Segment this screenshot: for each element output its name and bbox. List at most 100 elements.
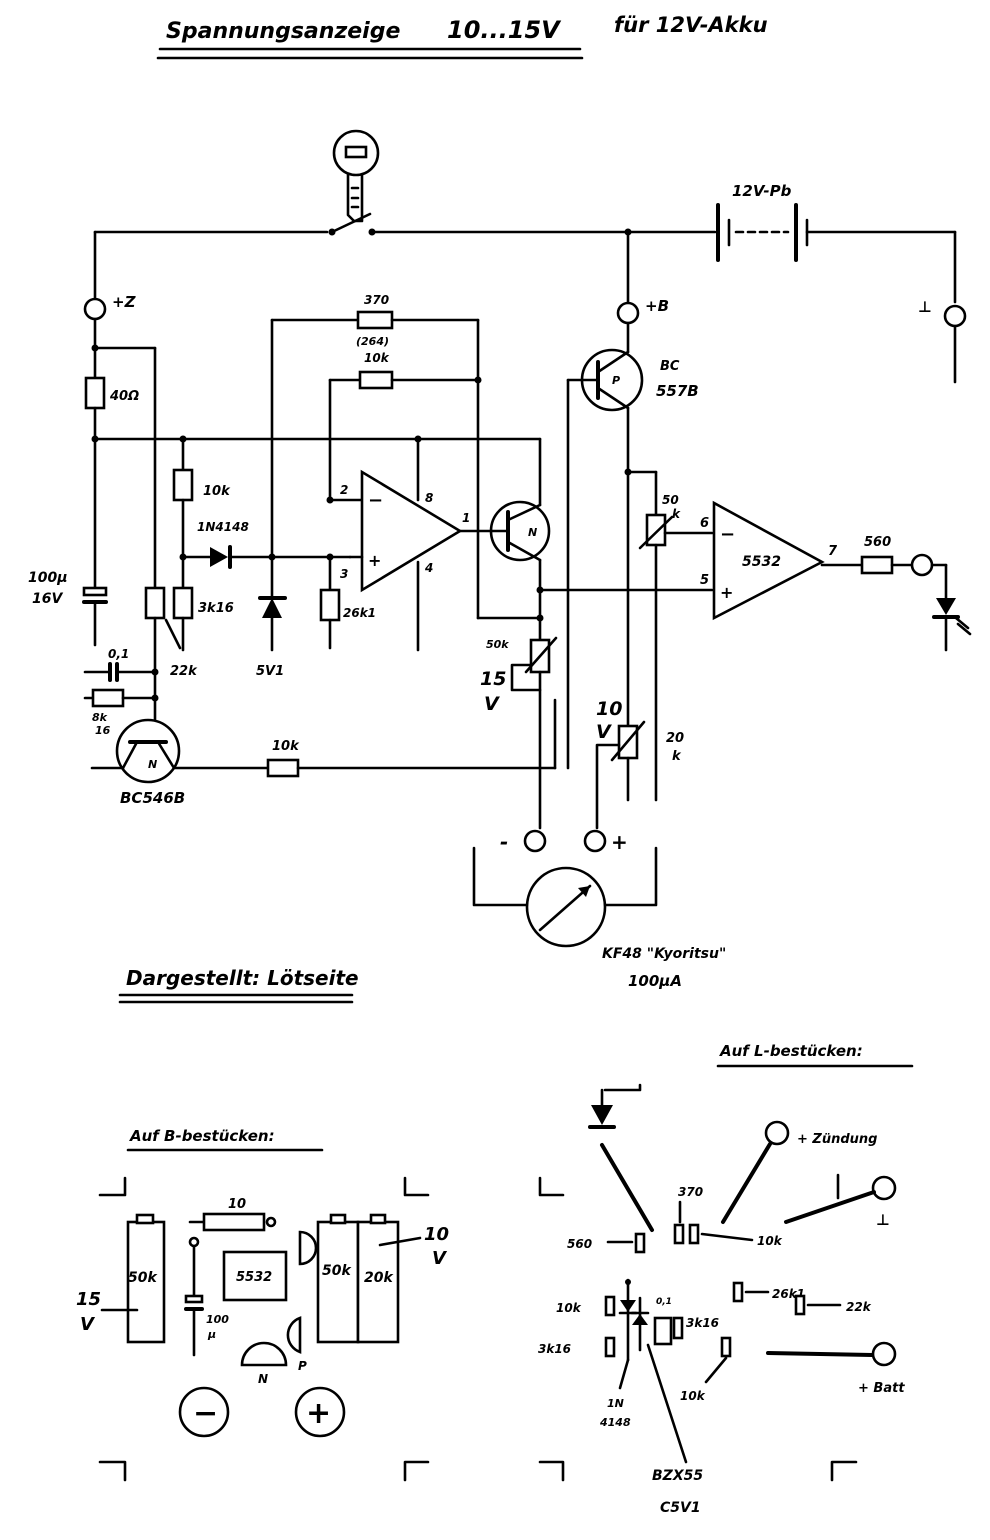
board-l-10k-a-label: 10k [757, 1234, 783, 1248]
terminal-plus-b[interactable] [616, 301, 640, 325]
npn-output-label: N [528, 526, 537, 539]
potentiometer-50k-threshold: 50 k [638, 493, 714, 802]
board-l-22k-label: 22k [846, 1300, 872, 1314]
board-l-zener-label-a: BZX55 [652, 1468, 703, 1484]
board-l-cap-label: 0,1 [656, 1297, 672, 1307]
opamp-5532-minus: − [720, 524, 735, 545]
board-l-zuendung-pad[interactable] [764, 1120, 790, 1146]
diode-1n4148-label: 1N4148 [197, 520, 249, 534]
key-icon [332, 129, 380, 223]
meter-name: KF48 "Kyoritsu" [602, 946, 726, 962]
board-b-pot-15v [126, 1220, 166, 1344]
terminal-ground[interactable] [943, 304, 967, 328]
resistor-8k16-label-a: 8k [92, 711, 108, 724]
battery-rail: +B ⊥ [616, 228, 967, 384]
opamp-main-pin-2: 2 [340, 483, 348, 497]
capacitor-100u-label-a: 100μ [28, 570, 68, 586]
resistor-8k16 [91, 688, 125, 708]
resistor-22k-label: 22k [170, 664, 198, 679]
board-b-v-label: V [80, 1314, 96, 1335]
board-b-resistor-label: 10 [228, 1197, 246, 1212]
resistor-370 [356, 310, 394, 330]
opamp-5532: − + 5532 6 5 7 560 [700, 500, 972, 652]
pot-k-label: k [672, 507, 681, 521]
board-b-p-label: P [298, 1359, 307, 1373]
diode-1n4148 [210, 547, 228, 567]
board-b-plus-terminal[interactable] [294, 1386, 346, 1438]
resistor-3k16-label: 3k16 [198, 601, 234, 616]
led-icon [936, 598, 956, 615]
board-l-560-label: 560 [567, 1237, 592, 1251]
pot-15v-label-b: V [484, 693, 500, 715]
title-right: für 12V-Akku [614, 13, 768, 37]
resistor-560-label: 560 [864, 535, 891, 550]
resistor-26k1 [319, 588, 341, 622]
opamp-main: − + 2 3 8 4 1 [340, 435, 494, 652]
board-l-zuendung-label: + Zündung [797, 1132, 877, 1147]
opamp-main-pin-3: 3 [340, 567, 348, 581]
feedback-resistors: 370 (264) 10k 26k1 [319, 293, 482, 650]
terminal-meter-plus[interactable] [583, 829, 607, 853]
board-b-minus-terminal[interactable] [178, 1386, 230, 1438]
board-l-zener-label-b: C5V1 [660, 1500, 701, 1516]
battery-symbol: 12V-Pb [716, 182, 957, 304]
pot-10v-label-a: 10 [596, 698, 622, 720]
board-b-cap-label-b: μ [207, 1328, 216, 1341]
board-l-batt-pad[interactable] [871, 1341, 897, 1367]
pnp-type-a: BC [660, 359, 680, 374]
board-b-n-label: N [258, 1372, 268, 1386]
board-b-pot-50k [316, 1220, 360, 1344]
board-b-ic-label: 5532 [236, 1270, 272, 1285]
board-b-transistor-top [298, 1230, 318, 1266]
npn-transistor-output: N [476, 437, 714, 642]
meter-range: 100μA [628, 972, 682, 990]
terminal-meter-minus[interactable] [523, 829, 547, 853]
board-b-plus-label: + [306, 1396, 331, 1431]
opamp-5532-pin-6: 6 [700, 516, 709, 531]
resistor-3k16 [172, 586, 194, 620]
board-b-cap-label-a: 100 [206, 1313, 229, 1326]
title-range: 10...15V [447, 16, 562, 44]
resistor-10k-feedback-label: 10k [364, 351, 390, 365]
resistor-10k-divider [172, 468, 194, 502]
resistor-10k-feedback [358, 370, 394, 390]
npn-transistor-bc546b: N BC546B 10k [90, 698, 557, 807]
page-title: Spannungsanzeige 10...15V für 12V-Akku [156, 13, 768, 60]
resistor-10k-base-label: 10k [272, 739, 300, 754]
capacitor-100u-label-b: 16V [32, 591, 63, 607]
terminal-plus-b-label: +B [645, 297, 669, 315]
board-b-transistor-p [286, 1316, 302, 1354]
opamp-main-pin-8: 8 [425, 491, 433, 505]
resistor-26k1-label: 26k1 [343, 606, 376, 620]
board-l-3k16-a-label: 3k16 [538, 1342, 571, 1356]
opamp-main-plus: + [368, 551, 381, 570]
potentiometer-15v: 50k 15 V [480, 636, 558, 830]
npn-transistor-label: N [148, 758, 157, 771]
opamp-main-minus: − [368, 490, 383, 511]
board-l-diode-label-b: 4148 [599, 1416, 631, 1429]
pot-20k-label-a: 20 [666, 731, 684, 746]
terminal-ground-label: ⊥ [918, 298, 932, 316]
pnp-type-b: 557B [656, 382, 699, 400]
pnp-transistor-bc557b: P BC 557B [566, 348, 699, 770]
board-b-heading: Auf B-bestücken: [129, 1127, 275, 1145]
input-divider: 10k 3k16 22k 0,1 8k 16 [83, 435, 234, 742]
terminal-meter-minus-label: - [500, 830, 508, 854]
pot-50-label: 50 [662, 493, 679, 507]
board-l-cap-01 [653, 1316, 673, 1346]
board-l-3k16-b-label: 3k16 [686, 1316, 719, 1330]
reference-diodes: 1N4148 5V1 [181, 318, 360, 679]
board-b-pot-20k-label: 20k [364, 1270, 394, 1286]
terminal-plus-z[interactable] [83, 297, 107, 321]
pot-15v-label-a: 15 [480, 668, 506, 690]
board-l-ground-pad[interactable] [871, 1175, 897, 1201]
resistor-10k-divider-label: 10k [203, 484, 231, 499]
board-l-zener [632, 1314, 648, 1325]
zener-5v1-label: 5V1 [256, 664, 284, 679]
resistor-22k [144, 586, 166, 620]
board-l-heading: Auf L-bestücken: [719, 1042, 863, 1060]
board-b-ic-5532 [222, 1250, 288, 1302]
board-b-capacitor [184, 1294, 204, 1304]
board-l-layout: Auf L-bestücken: + Zündung ⊥ + Batt 560 … [538, 1042, 914, 1516]
